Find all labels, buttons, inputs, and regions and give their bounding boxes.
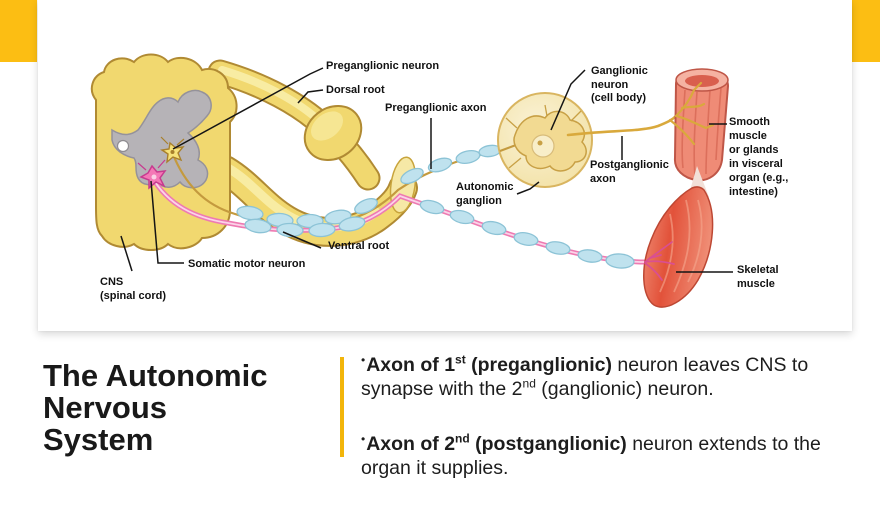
accent-square-right: [848, 0, 880, 62]
leader-ganglionic-neuron: [550, 69, 586, 131]
label-dorsal-root: Dorsal root: [326, 84, 385, 96]
bullet-item-2: •Axon of 2nd (postganglionic) neuron ext…: [361, 428, 853, 480]
title-divider: [340, 357, 344, 457]
label-ganglionic-neuron: Ganglionic neuron (cell body): [591, 65, 648, 104]
leader-ventral-root: [282, 231, 322, 249]
label-skeletal-muscle: Skeletal muscle: [737, 264, 779, 290]
label-autonomic-ganglion: Autonomic ganglion: [456, 181, 514, 207]
central-canal: [116, 139, 130, 153]
skeletal-muscle-shape: [643, 166, 714, 308]
bullet-marker: •: [361, 353, 366, 367]
dorsal-root-tube: [207, 59, 381, 191]
ganglionic-neuron-cell: [505, 104, 587, 172]
slide: Preganglionic neuron Dorsal root Pregang…: [0, 0, 880, 479]
label-preganglionic-neuron: Preganglionic neuron: [326, 60, 440, 72]
slide-title: The Autonomic Nervous System: [43, 358, 268, 457]
bullet-marker: •: [361, 432, 366, 446]
anatomy-illustration: [90, 53, 733, 308]
label-somatic-motor-neuron: Somatic motor neuron: [188, 258, 306, 270]
leader-dorsal-root: [297, 89, 324, 104]
somatic-motor-neuron-cell: [137, 159, 167, 190]
bullet-1-bold: Axon of 1st (preganglionic): [366, 352, 612, 377]
leader-somatic-motor-neuron: [150, 180, 184, 264]
leader-autonomic-ganglion: [516, 181, 540, 195]
label-smooth-muscle: Smooth muscle or glands in visceral orga…: [729, 116, 789, 198]
label-postganglionic-axon: Postganglionic axon: [590, 159, 669, 185]
leader-preganglionic-neuron: [172, 67, 324, 150]
bullet-list: •Axon of 1st (preganglionic) neuron leav…: [361, 349, 853, 507]
gray-matter: [111, 89, 212, 189]
leader-cns: [120, 235, 133, 272]
bullet-2-bold: Axon of 2nd (postganglionic): [366, 431, 627, 456]
myelin-sheath: [236, 144, 635, 269]
label-cns: CNS (spinal cord): [100, 276, 167, 302]
bullet-1-text: neuron leaves CNS to synapse with the 2n…: [361, 354, 809, 400]
bullet-2-text: neuron extends to the organ it supplies.: [361, 433, 821, 479]
preganglionic-neuron-cell: [160, 136, 185, 164]
accent-square-left: [0, 0, 37, 62]
autonomic-ganglion-shape: [497, 92, 593, 188]
diagram-card: Preganglionic neuron Dorsal root Pregang…: [38, 0, 852, 331]
bullet-item-1: •Axon of 1st (preganglionic) neuron leav…: [361, 349, 853, 401]
postganglionic-axon-path: [566, 114, 678, 137]
label-ventral-root: Ventral root: [328, 240, 390, 252]
label-preganglionic-axon: Preganglionic axon: [385, 102, 487, 114]
postganglionic-branches: [668, 81, 715, 146]
leader-lines: [120, 67, 733, 273]
somatic-axon-branches: [644, 241, 675, 281]
